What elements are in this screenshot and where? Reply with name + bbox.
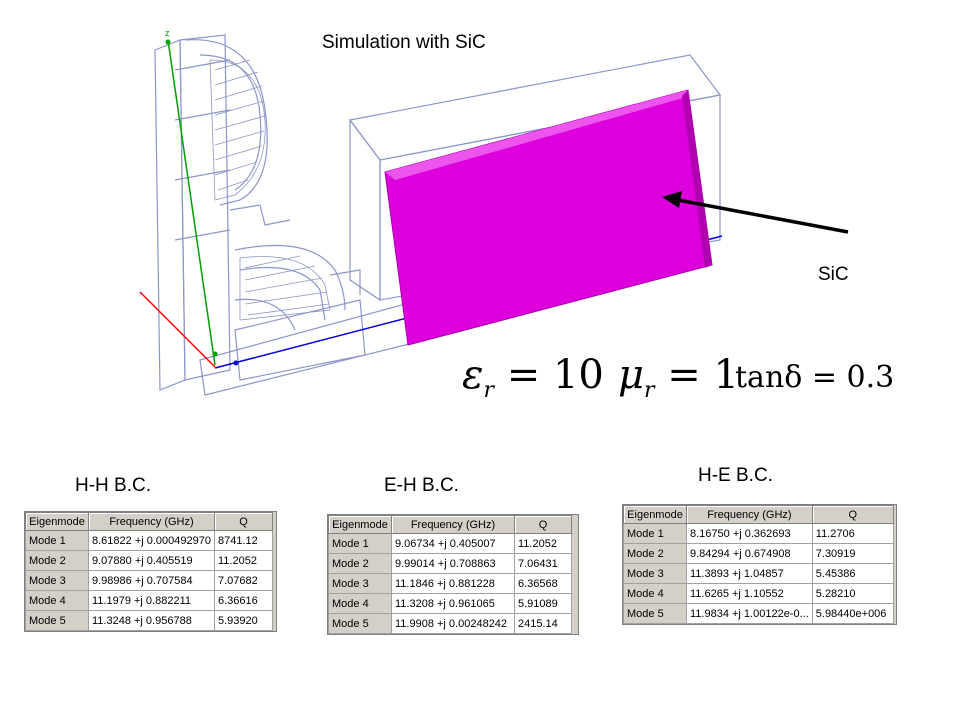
he-bc-label: H-E B.C. [698,465,773,486]
mode-cell: Mode 5 [25,610,89,631]
q-cell: 5.28210 [811,583,894,604]
header-q[interactable]: Q [213,512,273,531]
axis-z-label: z [165,28,170,38]
mode-cell: Mode 2 [25,550,89,571]
table-header-row: Eigenmode Frequency (GHz) Q [25,512,273,531]
axis-z-marker [165,39,171,45]
header-frequency[interactable]: Frequency (GHz) [391,515,515,534]
q-cell: 11.2706 [811,523,894,544]
frequency-cell: 11.9834 +j 1.00122e-0... [686,603,813,624]
frequency-cell: 9.98986 +j 0.707584 [88,570,215,591]
epsilon-value: = 10 [506,352,604,398]
eh-bc-label: E-H B.C. [384,475,459,496]
mode-cell: Mode 4 [328,593,392,614]
frequency-cell: 9.06734 +j 0.405007 [391,533,515,554]
page-title: Simulation with SiC [322,32,486,53]
header-q[interactable]: Q [811,505,894,524]
frequency-cell: 11.3248 +j 0.956788 [88,610,215,631]
mode-cell: Mode 3 [328,573,392,594]
header-frequency[interactable]: Frequency (GHz) [686,505,813,524]
mode-cell: Mode 4 [25,590,89,611]
axis-z-line [167,39,216,366]
axis-z-marker-2 [212,351,218,357]
q-cell: 7.30919 [811,543,894,564]
frequency-cell: 9.99014 +j 0.708863 [391,553,515,574]
table-header-row: Eigenmode Frequency (GHz) Q [623,505,894,524]
mode-cell: Mode 5 [328,613,392,634]
header-frequency[interactable]: Frequency (GHz) [88,512,215,531]
frequency-cell: 9.07880 +j 0.405519 [88,550,215,571]
mode-cell: Mode 3 [25,570,89,591]
header-q[interactable]: Q [514,515,572,534]
q-cell: 6.36568 [514,573,572,594]
q-cell: 5.91089 [514,593,572,614]
header-eigenmode[interactable]: Eigenmode [328,515,392,534]
table-header-row: Eigenmode Frequency (GHz) Q [328,515,572,534]
frequency-cell: 11.1979 +j 0.882211 [88,590,215,611]
q-cell: 7.07682 [213,570,273,591]
frequency-cell: 11.3208 +j 0.961065 [391,593,515,614]
tan-delta-equation: tanδ = 0.3 [735,360,895,395]
q-cell: 11.2052 [213,550,273,571]
hatched-surfaces [209,59,331,321]
q-cell: 8741.12 [213,530,273,551]
hh-bc-label: H-H B.C. [75,475,151,496]
mode-cell: Mode 2 [328,553,392,574]
header-eigenmode[interactable]: Eigenmode [623,505,687,524]
mode-cell: Mode 4 [623,583,687,604]
mode-cell: Mode 2 [623,543,687,564]
mu-symbol: μ [618,352,644,398]
frequency-cell: 11.6265 +j 1.10552 [686,583,813,604]
frequency-cell: 11.9908 +j 0.00248242 [391,613,515,634]
epsilon-symbol: ε [462,352,484,398]
mode-cell: Mode 3 [623,563,687,584]
q-cell: 5.45386 [811,563,894,584]
mode-cell: Mode 1 [328,533,392,554]
frequency-cell: 9.84294 +j 0.674908 [686,543,813,564]
q-cell: 5.98440e+006 [811,603,894,624]
simulation-viewport: z [139,28,849,396]
q-cell: 11.2052 [514,533,572,554]
frequency-cell: 11.1846 +j 0.881228 [391,573,515,594]
sic-label: SiC [818,264,849,285]
mode-cell: Mode 1 [623,523,687,544]
frequency-cell: 8.16750 +j 0.362693 [686,523,813,544]
mu-value: = 1 [667,352,739,398]
frequency-cell: 8.61822 +j 0.000492970 [88,530,215,551]
axis-y-marker [233,360,239,366]
frequency-cell: 11.3893 +j 1.04857 [686,563,813,584]
axis-x-line [139,291,217,369]
mode-cell: Mode 1 [25,530,89,551]
epsilon-subscript: r [483,378,494,403]
epsilon-equation: εr = 10 [462,352,604,403]
q-cell: 5.93920 [213,610,273,631]
header-eigenmode[interactable]: Eigenmode [25,512,89,531]
q-cell: 2415.14 [514,613,572,634]
mode-cell: Mode 5 [623,603,687,624]
mu-subscript: r [644,378,655,403]
sic-arrow [662,191,849,234]
sic-block [384,89,713,346]
mu-equation: μr = 1 [618,352,739,403]
q-cell: 6.36616 [213,590,273,611]
q-cell: 7.06431 [514,553,572,574]
